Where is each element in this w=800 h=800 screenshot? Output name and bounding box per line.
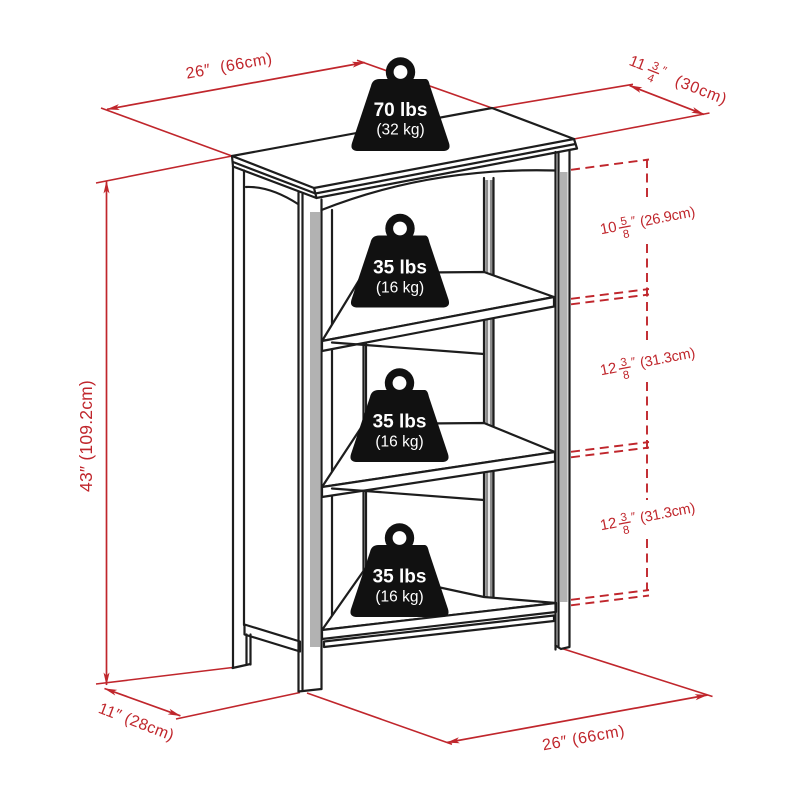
- svg-text:12: 12: [599, 514, 619, 534]
- svg-text:43″ (109.2cm): 43″ (109.2cm): [76, 380, 96, 492]
- svg-text:″: ″: [660, 63, 670, 78]
- svg-text:35 lbs: 35 lbs: [373, 412, 427, 433]
- svg-text:4: 4: [645, 72, 656, 86]
- svg-text:(16 kg): (16 kg): [376, 280, 424, 297]
- svg-text:70 lbs: 70 lbs: [374, 100, 428, 121]
- svg-text:″: ″: [630, 509, 638, 524]
- svg-text:8: 8: [622, 524, 631, 537]
- svg-text:″: ″: [630, 213, 638, 228]
- svg-text:12: 12: [599, 359, 619, 379]
- svg-text:(16 kg): (16 kg): [375, 434, 423, 451]
- svg-text:8: 8: [622, 228, 631, 241]
- svg-text:(16 kg): (16 kg): [375, 589, 423, 606]
- svg-text:10: 10: [599, 218, 619, 238]
- svg-text:35 lbs: 35 lbs: [373, 258, 427, 279]
- svg-text:3: 3: [620, 511, 629, 524]
- svg-text:11: 11: [627, 53, 648, 75]
- svg-text:8: 8: [622, 369, 631, 382]
- svg-text:3: 3: [650, 60, 660, 74]
- svg-text:(32 kg): (32 kg): [376, 122, 424, 139]
- svg-text:5: 5: [620, 215, 629, 228]
- svg-text:3: 3: [620, 356, 629, 369]
- svg-text:35 lbs: 35 lbs: [373, 567, 427, 588]
- svg-text:″: ″: [630, 354, 638, 369]
